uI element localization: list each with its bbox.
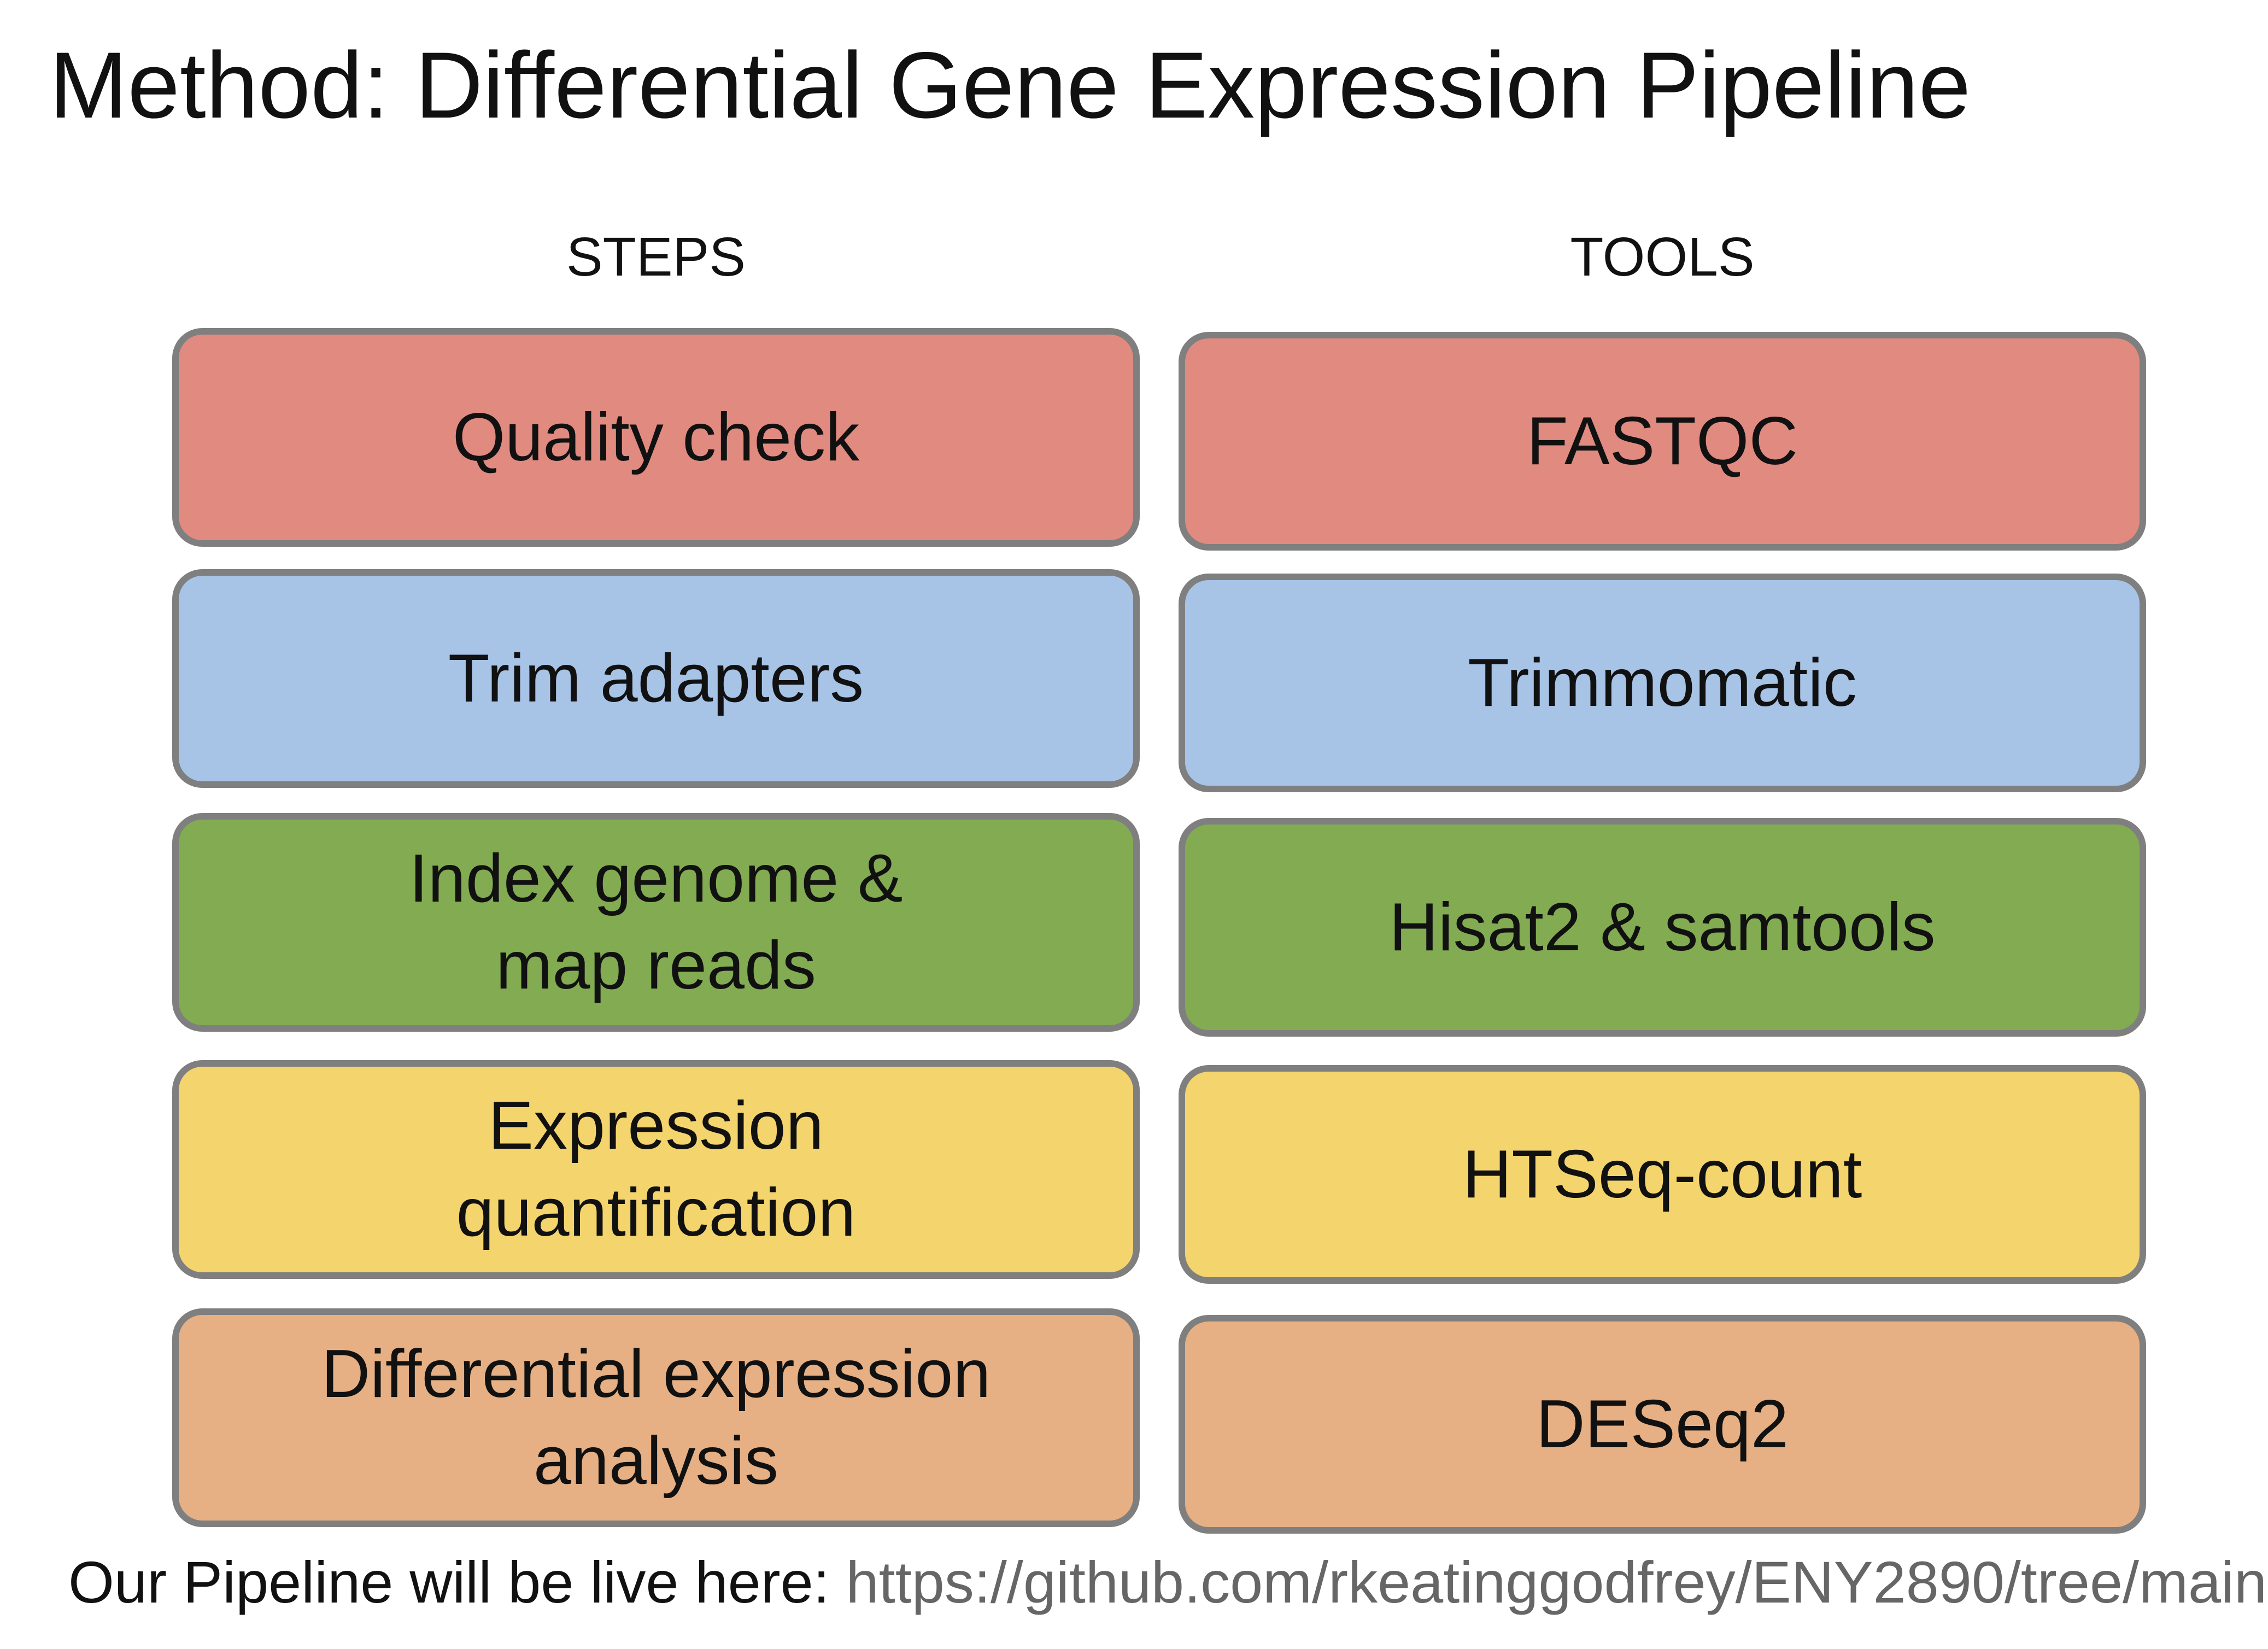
step-label: Expression quantification <box>456 1088 856 1250</box>
step-box-expression-quantification: Expression quantification <box>172 1060 1140 1279</box>
step-label: Index genome & map reads <box>409 841 903 1003</box>
step-label: Quality check <box>452 399 860 475</box>
tool-label: Hisat2 & samtools <box>1389 889 1936 965</box>
step-label: Differential expression analysis <box>321 1336 991 1499</box>
steps-column-header: STEPS <box>566 226 746 288</box>
tool-label: FASTQC <box>1526 403 1798 479</box>
github-link[interactable]: https://github.com/rkeatinggodfrey/ENY28… <box>846 1549 2267 1615</box>
tool-label: HTSeq-count <box>1462 1136 1862 1212</box>
tool-box-deseq2: DESeq2 <box>1179 1315 2146 1534</box>
step-box-trim-adapters: Trim adapters <box>172 569 1140 788</box>
step-box-differential-expression: Differential expression analysis <box>172 1308 1140 1527</box>
tool-box-hisat2-samtools: Hisat2 & samtools <box>1179 818 2146 1037</box>
step-box-index-map: Index genome & map reads <box>172 813 1140 1032</box>
tool-label: DESeq2 <box>1536 1386 1789 1462</box>
step-box-quality-check: Quality check <box>172 328 1140 547</box>
tool-box-fastqc: FASTQC <box>1179 332 2146 551</box>
tool-label: Trimmomatic <box>1468 645 1857 721</box>
step-label: Trim adapters <box>448 640 864 716</box>
tool-box-trimmomatic: Trimmomatic <box>1179 574 2146 792</box>
page-title: Method: Differential Gene Expression Pip… <box>49 33 1971 138</box>
footer-label: Our Pipeline will be live here: <box>68 1549 846 1615</box>
footer-note: Our Pipeline will be live here: https://… <box>68 1553 2267 1612</box>
tools-column-header: TOOLS <box>1570 226 1755 288</box>
tool-box-htseq-count: HTSeq-count <box>1179 1065 2146 1284</box>
